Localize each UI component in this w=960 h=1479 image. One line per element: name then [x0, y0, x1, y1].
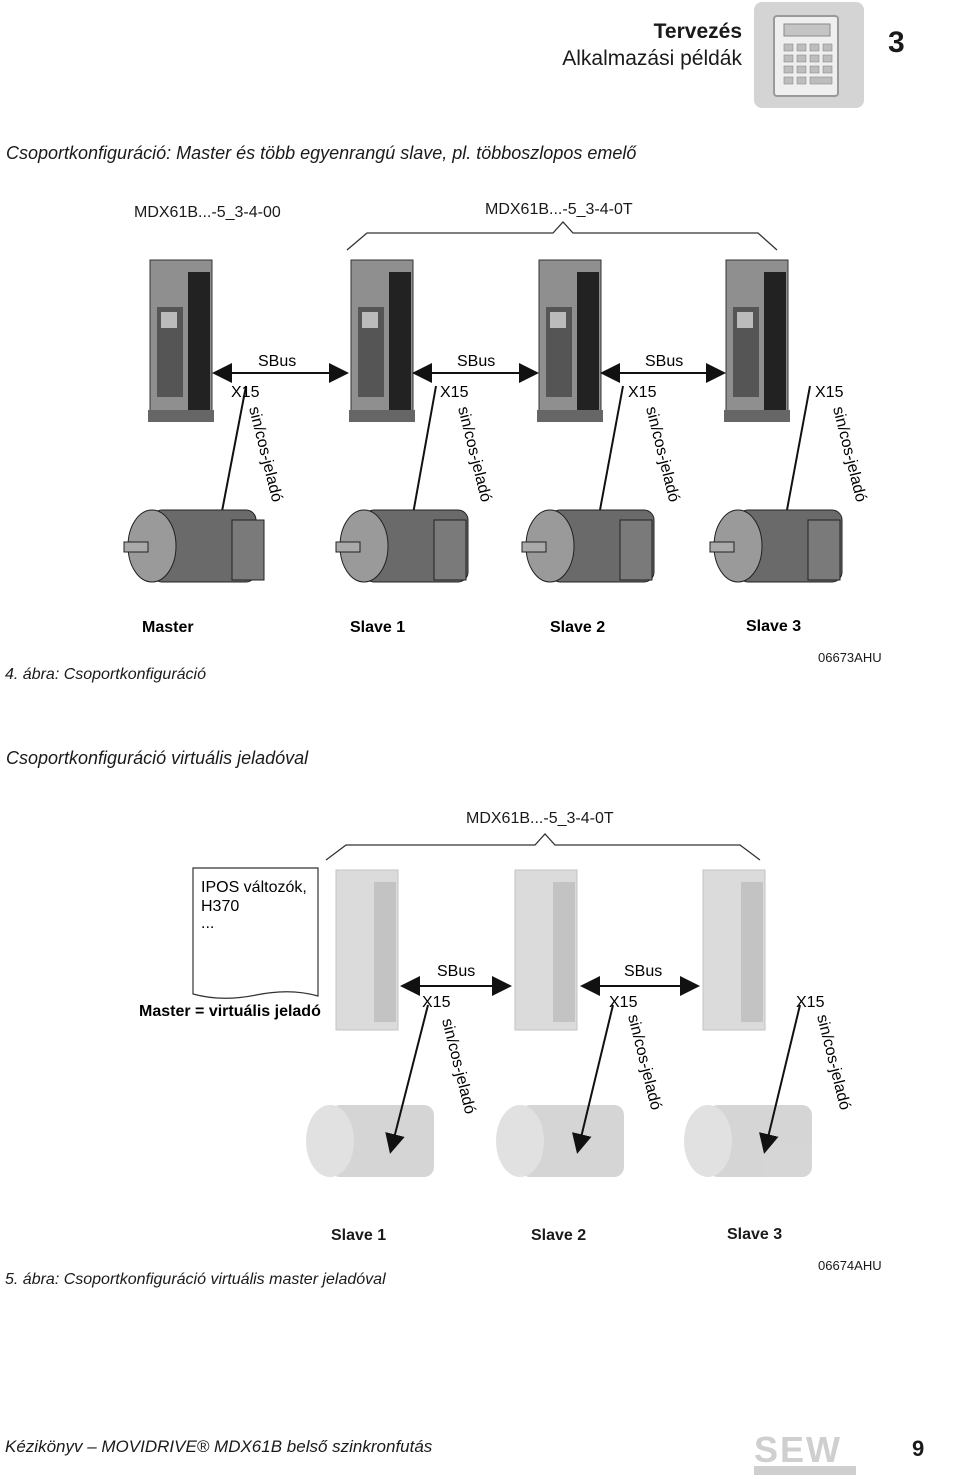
- motor-slave-3: [709, 509, 843, 583]
- figure-caption-2: 5. ábra: Csoportkonfiguráció virtuális m…: [5, 1271, 386, 1288]
- diagram-2: IPOS változók, H370 ... Master = virtuál…: [139, 833, 853, 1177]
- role-label: Master: [142, 619, 194, 636]
- note-line: IPOS változók,: [201, 879, 307, 896]
- role-label: Slave 2: [550, 619, 605, 636]
- figure-code-2: 06674AHU: [818, 1258, 882, 1273]
- encoder-label: sin/cos-jeladó: [829, 405, 869, 504]
- role-label-slave-3: Slave 3: [727, 1226, 783, 1243]
- x15-label: X15: [422, 994, 451, 1011]
- footer-text: Kézikönyv – MOVIDRIVE® MDX61B belső szin…: [5, 1437, 433, 1456]
- motor-slave-1: [335, 509, 469, 583]
- role-label-slave-2: Slave 2: [531, 1227, 587, 1244]
- section-title-2: Csoportkonfiguráció virtuális jeladóval: [6, 748, 309, 768]
- master-virtual-label: Master = virtuális jeladó: [139, 1003, 321, 1020]
- x15-label: X15: [815, 384, 844, 401]
- role-label: Slave 1: [350, 619, 405, 636]
- x15-label: X15: [796, 994, 825, 1011]
- page-number: 9: [912, 1436, 925, 1461]
- note-line: ...: [201, 915, 214, 932]
- encoder-label: sin/cos-jeladó: [454, 405, 494, 504]
- chapter-number: 3: [888, 26, 905, 59]
- header-subtitle: Alkalmazási példák: [562, 47, 742, 70]
- x15-label: X15: [609, 994, 638, 1011]
- model-master-1: MDX61B...-5_3-4-00: [134, 204, 281, 221]
- sbus-label: SBus: [645, 353, 683, 370]
- sbus-label: SBus: [457, 353, 495, 370]
- calculator-icon: [754, 2, 864, 108]
- encoder-label: sin/cos-jeladó: [438, 1017, 478, 1116]
- svg-text:SEW: SEW: [754, 1429, 842, 1470]
- sbus-label: SBus: [624, 963, 662, 980]
- diagram-1: SBus SBus SBus X15 X15 X15 X15 sin/cos-j…: [123, 221, 869, 636]
- motor-slave-2: [521, 509, 655, 583]
- x15-label: X15: [628, 384, 657, 401]
- drive-slave-2: [537, 259, 603, 422]
- encoder-label: sin/cos-jeladó: [245, 405, 285, 504]
- x15-label: X15: [440, 384, 469, 401]
- encoder-label: sin/cos-jeladó: [642, 405, 682, 504]
- role-label-slave-1: Slave 1: [331, 1227, 387, 1244]
- model-slaves-1: MDX61B...-5_3-4-0T: [485, 201, 633, 218]
- sbus-label: SBus: [258, 353, 296, 370]
- note-line: H370: [201, 898, 239, 915]
- encoder-label: sin/cos-jeladó: [624, 1013, 664, 1112]
- model-slaves-2: MDX61B...-5_3-4-0T: [466, 810, 614, 827]
- role-label: Slave 3: [746, 618, 801, 635]
- sew-eurodrive-logo: SEW: [754, 1429, 856, 1475]
- motor-master: [123, 509, 265, 583]
- section-title-1: Csoportkonfiguráció: Master és több egye…: [6, 143, 637, 163]
- header-title: Tervezés: [653, 20, 742, 43]
- drive-slave-3: [724, 259, 790, 422]
- encoder-label: sin/cos-jeladó: [813, 1013, 853, 1112]
- sbus-label: SBus: [437, 963, 475, 980]
- drive-slave-1: [349, 259, 415, 422]
- drive-master: [148, 259, 214, 422]
- x15-label: X15: [231, 384, 260, 401]
- figure-code-1: 06673AHU: [818, 650, 882, 665]
- note-document: [192, 867, 319, 999]
- figure-caption-1: 4. ábra: Csoportkonfiguráció: [5, 666, 206, 683]
